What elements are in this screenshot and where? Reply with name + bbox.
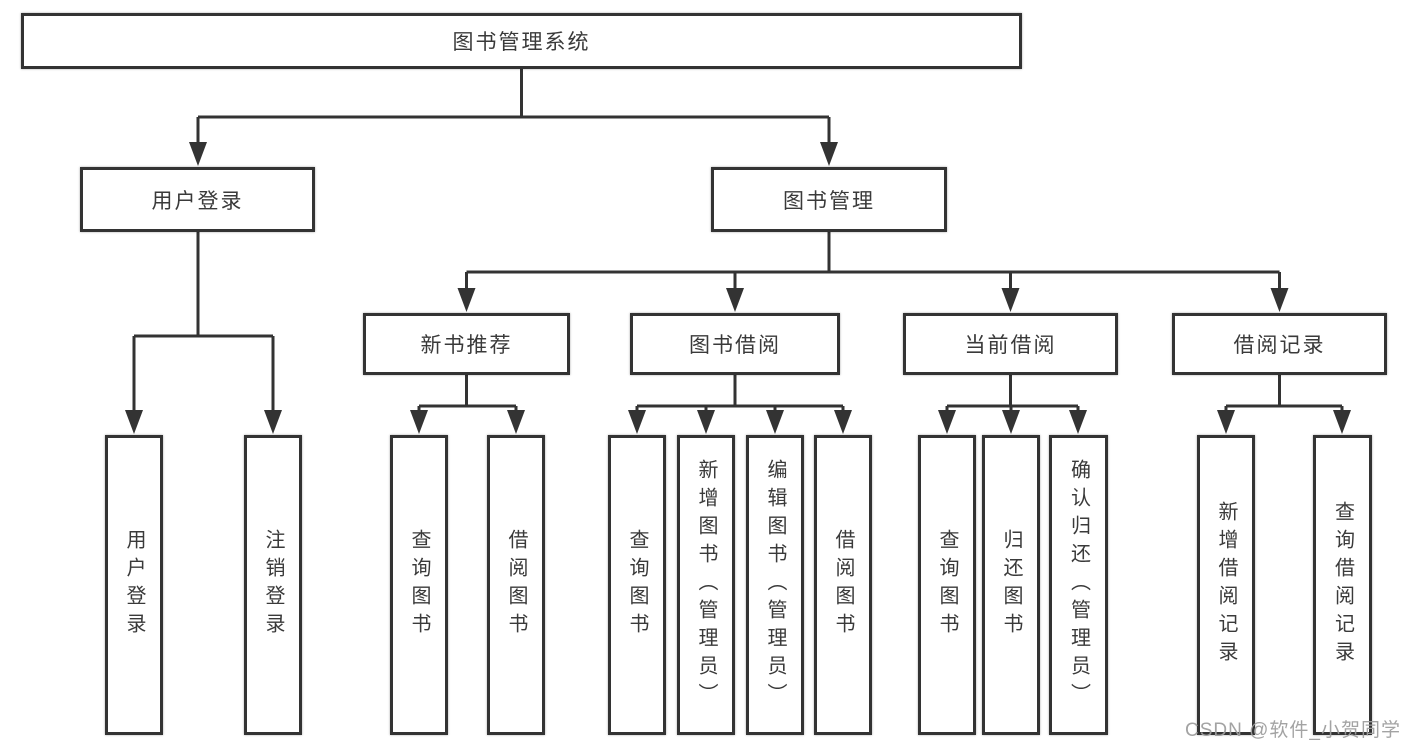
leaf-confirm-return-admin: 确认归还（管理员） <box>1049 435 1108 735</box>
node-borrow-records: 借阅记录 <box>1172 313 1387 375</box>
leaf-current-query-books: 查询图书 <box>918 435 976 735</box>
leaf-edit-books-admin: 编辑图书（管理员） <box>746 435 804 735</box>
csdn-watermark: CSDN @软件_小贺同学 <box>1185 720 1401 741</box>
node-current-borrow-label: 当前借阅 <box>964 334 1057 357</box>
node-root-system: 图书管理系统 <box>21 13 1022 69</box>
leaf-logout: 注销登录 <box>244 435 302 735</box>
node-borrow-records-label: 借阅记录 <box>1233 334 1326 357</box>
leaf-borrow-query-books: 查询图书 <box>608 435 666 735</box>
leaf-return-books: 归还图书 <box>982 435 1040 735</box>
leaf-add-borrow-record-label: 新增借阅记录 <box>1215 501 1237 669</box>
leaf-edit-books-admin-label: 编辑图书（管理员） <box>764 459 786 711</box>
leaf-borrow-query-books-label: 查询图书 <box>626 529 648 641</box>
leaf-recommend-borrow-books: 借阅图书 <box>487 435 545 735</box>
leaf-user-login: 用户登录 <box>105 435 163 735</box>
node-new-book-recommend-label: 新书推荐 <box>420 334 513 357</box>
node-root-system-label: 图书管理系统 <box>452 31 591 54</box>
leaf-query-borrow-record-label: 查询借阅记录 <box>1331 501 1354 669</box>
node-new-book-recommend: 新书推荐 <box>363 313 570 375</box>
leaf-query-borrow-record: 查询借阅记录 <box>1313 435 1372 735</box>
leaf-add-books-admin: 新增图书（管理员） <box>677 435 735 735</box>
leaf-current-query-books-label: 查询图书 <box>936 529 958 641</box>
leaf-recommend-query-books: 查询图书 <box>390 435 448 735</box>
node-book-management: 图书管理 <box>711 167 947 232</box>
leaf-add-books-admin-label: 新增图书（管理员） <box>695 459 717 711</box>
node-user-login: 用户登录 <box>80 167 315 232</box>
node-book-borrow: 图书借阅 <box>630 313 840 375</box>
node-current-borrow: 当前借阅 <box>903 313 1118 375</box>
leaf-confirm-return-admin-label: 确认归还（管理员） <box>1067 459 1090 711</box>
leaf-add-borrow-record: 新增借阅记录 <box>1197 435 1255 735</box>
node-user-login-label: 用户登录 <box>151 189 244 213</box>
leaf-user-login-label: 用户登录 <box>123 529 145 641</box>
leaf-borrow-books-label: 借阅图书 <box>832 529 854 641</box>
leaf-recommend-borrow-books-label: 借阅图书 <box>505 529 527 641</box>
node-book-borrow-label: 图书借阅 <box>689 334 781 357</box>
node-book-management-label: 图书管理 <box>783 189 875 213</box>
leaf-borrow-books: 借阅图书 <box>814 435 872 735</box>
leaf-return-books-label: 归还图书 <box>1000 529 1022 641</box>
leaf-recommend-query-books-label: 查询图书 <box>408 529 430 641</box>
leaf-logout-label: 注销登录 <box>262 529 284 641</box>
